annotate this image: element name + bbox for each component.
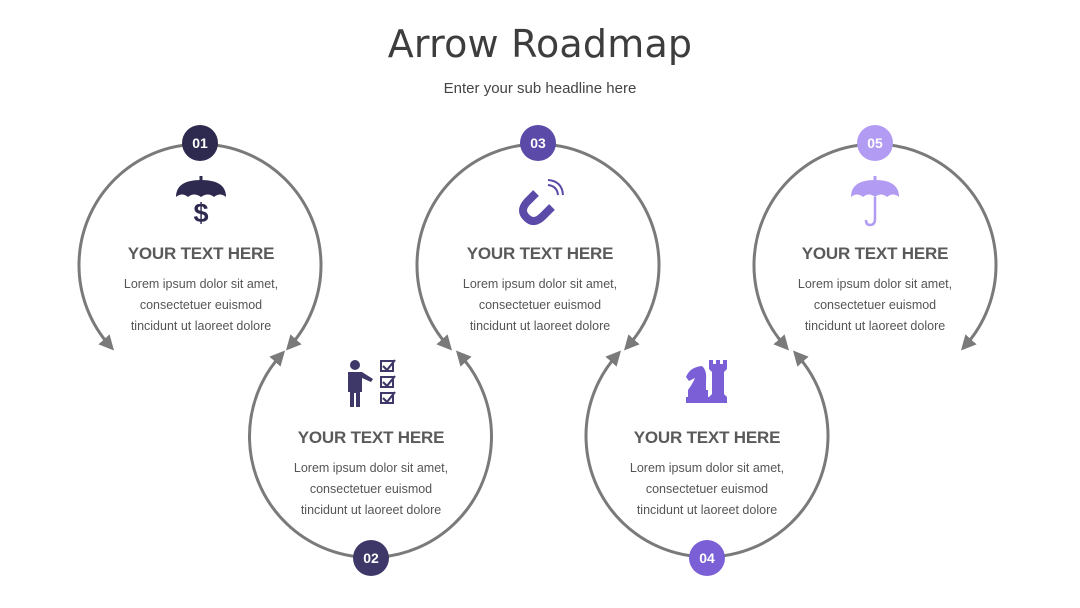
step-4-body-line: tincidunt ut laoreet dolore [636, 503, 778, 517]
step-5-text: YOUR TEXT HERE Lorem ipsum dolor sit ame… [770, 244, 980, 337]
chess-pieces-icon [686, 360, 727, 403]
step-1-heading: YOUR TEXT HERE [127, 244, 275, 263]
step-2-text: YOUR TEXT HERE Lorem ipsum dolor sit ame… [266, 428, 476, 521]
step-3-heading: YOUR TEXT HERE [466, 244, 614, 263]
step-5-heading: YOUR TEXT HERE [801, 244, 949, 263]
step-3-text: YOUR TEXT HERE Lorem ipsum dolor sit ame… [435, 244, 645, 337]
step-1-body-line: Lorem ipsum dolor sit amet, [123, 277, 279, 291]
step-5-body: Lorem ipsum dolor sit amet, consectetuer… [770, 274, 980, 337]
presenter-checklist-icon [348, 359, 396, 407]
step-2-body-line: Lorem ipsum dolor sit amet, [293, 461, 449, 475]
step-4-text: YOUR TEXT HERE Lorem ipsum dolor sit ame… [602, 428, 812, 521]
step-4-body-line: Lorem ipsum dolor sit amet, [629, 461, 785, 475]
step-number-1: 01 [192, 135, 208, 151]
step-number-4: 04 [699, 550, 715, 566]
step-3-body: Lorem ipsum dolor sit amet, consectetuer… [435, 274, 645, 337]
step-3-body-line: Lorem ipsum dolor sit amet, [462, 277, 618, 291]
step-badge-5: 05 [857, 125, 893, 161]
step-3-body-line: tincidunt ut laoreet dolore [469, 319, 611, 333]
svg-text:$: $ [193, 198, 208, 228]
step-4-body: Lorem ipsum dolor sit amet, consectetuer… [602, 458, 812, 521]
step-5-body-line: tincidunt ut laoreet dolore [804, 319, 946, 333]
step-4-body-line: consectetuer euismod [645, 482, 769, 496]
step-number-2: 02 [363, 550, 379, 566]
step-4-heading: YOUR TEXT HERE [633, 428, 781, 447]
step-number-5: 05 [867, 135, 883, 151]
step-badge-1: 01 [182, 125, 218, 161]
page-subtitle: Enter your sub headline here [443, 80, 637, 97]
step-2-body-line: consectetuer euismod [309, 482, 433, 496]
step-5-body-line: consectetuer euismod [813, 298, 937, 312]
step-badge-2: 02 [353, 540, 389, 576]
step-5-body-line: Lorem ipsum dolor sit amet, [797, 277, 953, 291]
umbrella-icon [851, 176, 899, 227]
step-badge-4: 04 [689, 540, 725, 576]
step-1-body-line: consectetuer euismod [139, 298, 263, 312]
step-number-3: 03 [530, 135, 546, 151]
step-3-body-line: consectetuer euismod [478, 298, 602, 312]
step-1-body: Lorem ipsum dolor sit amet, consectetuer… [96, 274, 306, 337]
step-2-body-line: tincidunt ut laoreet dolore [300, 503, 442, 517]
page-title: Arrow Roadmap [387, 22, 693, 66]
step-2-body: Lorem ipsum dolor sit amet, consectetuer… [266, 458, 476, 521]
step-badge-3: 03 [520, 125, 556, 161]
umbrella-dollar-icon: $ [176, 176, 226, 228]
step-2-heading: YOUR TEXT HERE [297, 428, 445, 447]
magnet-icon [519, 179, 564, 225]
step-1-body-line: tincidunt ut laoreet dolore [130, 319, 272, 333]
step-1-text: YOUR TEXT HERE Lorem ipsum dolor sit ame… [96, 244, 306, 337]
